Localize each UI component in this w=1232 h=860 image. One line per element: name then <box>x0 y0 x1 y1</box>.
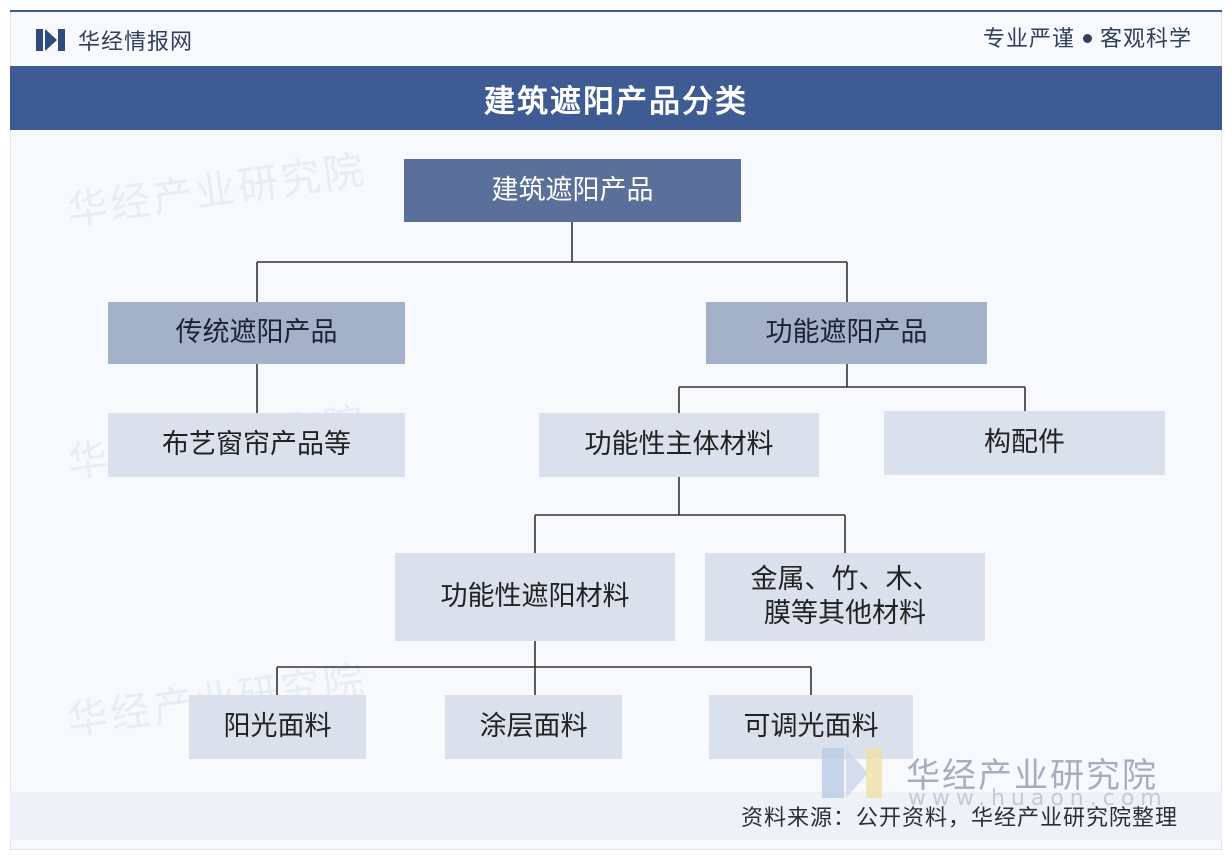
node-traditional: 传统遮阳产品 <box>108 302 405 364</box>
slogan-left: 专业严谨 <box>982 27 1075 52</box>
slogan: 专业严谨客观科学 <box>983 22 1192 58</box>
title-bar: 建筑遮阳产品分类 <box>10 66 1222 130</box>
slogan-right: 客观科学 <box>1099 27 1192 52</box>
page-title: 建筑遮阳产品分类 <box>484 83 748 120</box>
brand: 华经情报网 <box>36 22 193 58</box>
node-fittings: 构配件 <box>884 411 1165 475</box>
node-shading-material: 功能性遮阳材料 <box>395 553 675 641</box>
brand-name: 华经情报网 <box>78 30 194 55</box>
node-adjustable-fabric: 可调光面料 <box>709 695 913 759</box>
watermark-brand-name: 华经产业研究院 <box>906 756 1158 796</box>
node-other-material: 金属、竹、木、 膜等其他材料 <box>705 553 985 641</box>
node-other-material-line2: 膜等其他材料 <box>764 598 926 629</box>
node-functional: 功能遮阳产品 <box>706 302 987 364</box>
node-fabric: 布艺窗帘产品等 <box>108 413 405 477</box>
watermark-logo-icon <box>822 748 882 798</box>
footer-band <box>10 792 1222 840</box>
slogan-dot-icon <box>1082 33 1092 43</box>
brand-logo-icon <box>36 29 65 51</box>
node-coated-fabric: 涂层面料 <box>445 695 622 759</box>
source-note: 资料来源：公开资料，华经产业研究院整理 <box>740 806 1178 831</box>
watermark-url: www.huaon.com <box>908 786 1168 811</box>
node-other-material-line1: 金属、竹、木、 <box>750 564 940 595</box>
node-main-material: 功能性主体材料 <box>539 413 819 477</box>
top-rule <box>10 10 1222 12</box>
node-sunlight-fabric: 阳光面料 <box>189 695 366 759</box>
node-root: 建筑遮阳产品 <box>404 159 741 222</box>
